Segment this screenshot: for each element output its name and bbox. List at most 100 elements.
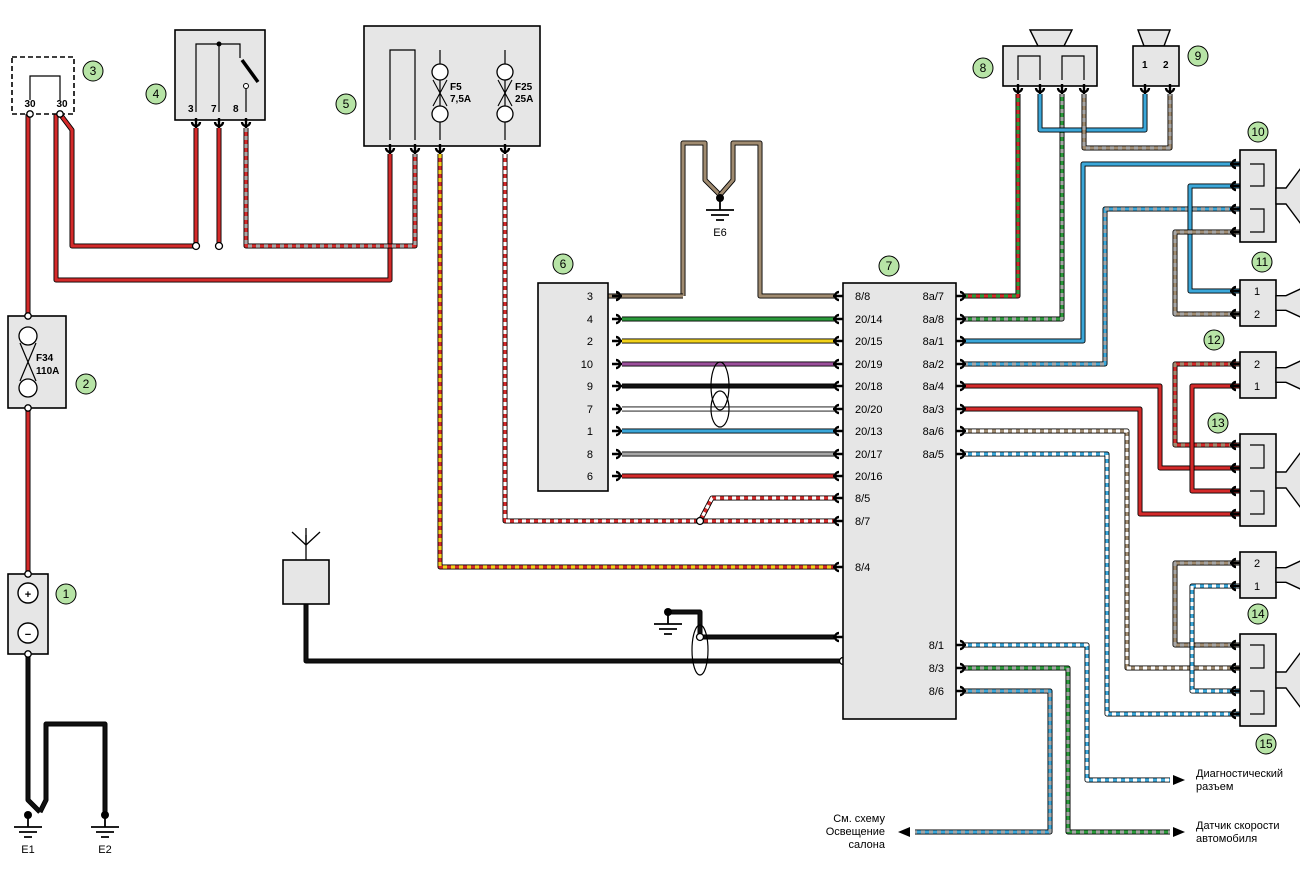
svg-text:8: 8 xyxy=(980,61,987,75)
b7-left-terminal-3 xyxy=(833,358,843,370)
battery-minus: − xyxy=(25,629,31,641)
b7-left-terminal-8 xyxy=(833,470,843,482)
badge-1: 1 xyxy=(55,583,77,605)
fusebox-terminal-3 xyxy=(499,144,511,154)
speaker-12-terminal-0 xyxy=(1230,358,1240,370)
speaker-15-terminal-3 xyxy=(1230,708,1240,720)
b7-left-terminal-9 xyxy=(833,492,843,504)
speaker-13-terminal-2 xyxy=(1230,485,1240,497)
b7-left-terminal-0 xyxy=(833,290,843,302)
speaker-13-terminal-0 xyxy=(1230,439,1240,451)
wire-8a4 xyxy=(964,383,1240,471)
arrow-head-2 xyxy=(898,827,910,837)
svg-text:4: 4 xyxy=(153,87,160,101)
c9-terminal-0 xyxy=(1139,84,1151,94)
connector-block-6 xyxy=(537,282,609,492)
speaker-14: 21 xyxy=(1239,551,1300,599)
relay-terminal-0 xyxy=(26,110,34,118)
fusebox-terminal-1 xyxy=(409,144,421,154)
b7-right-pin-label: 8a/7 xyxy=(923,291,944,303)
fuse-f25-name: F25 xyxy=(515,82,533,93)
b7-right-terminal-6 xyxy=(956,425,966,437)
wire-8a3 xyxy=(964,406,1240,517)
arrow-head-0 xyxy=(1173,775,1185,785)
fusebox-terminal-0 xyxy=(384,144,396,154)
b7-right-terminal-4 xyxy=(956,380,966,392)
speaker-14-pin-label: 2 xyxy=(1254,558,1260,570)
fuse-f34-rating: 110A xyxy=(36,366,59,377)
speaker-13 xyxy=(1239,433,1300,527)
switch-pin-3: 3 xyxy=(188,104,194,115)
speaker-14-terminal-1 xyxy=(1230,580,1240,592)
b6-terminal-7 xyxy=(612,448,622,460)
b7-left-terminal-5 xyxy=(833,403,843,415)
b7-right-pin-label: 8a/8 xyxy=(923,314,944,326)
b7-right-pin-label: 8a/6 xyxy=(923,426,944,438)
b7-left-pin-label: 20/20 xyxy=(855,404,883,416)
svg-text:14: 14 xyxy=(1251,607,1265,621)
speaker-11-pin-label: 2 xyxy=(1254,309,1260,321)
b7-left-terminal-4 xyxy=(833,380,843,392)
speaker-11-pin-label: 1 xyxy=(1254,286,1260,298)
b7-left-pin-label: 20/18 xyxy=(855,381,883,393)
wire-e6-loop2 xyxy=(718,140,835,299)
ignition-switch: 3 7 8 xyxy=(174,29,266,121)
badge-13: 13 xyxy=(1207,412,1229,434)
b6-pin-label: 1 xyxy=(587,426,593,438)
wire-8a5 xyxy=(964,451,1240,717)
battery-plus: + xyxy=(25,589,31,601)
b7-bottom-pin-label: 8/3 xyxy=(929,663,944,675)
badge-4: 4 xyxy=(145,83,167,105)
speaker-13-terminal-1 xyxy=(1230,462,1240,474)
fuse-f34-name: F34 xyxy=(36,353,54,364)
junction-0 xyxy=(191,241,201,251)
wire-s14-s15-b xyxy=(1189,583,1240,694)
b6-terminal-0 xyxy=(612,290,622,302)
wire-switch-8 xyxy=(243,128,418,249)
note-diag-line2: разъем xyxy=(1196,781,1233,793)
b6-terminal-3 xyxy=(612,358,622,370)
speaker-15-terminal-1 xyxy=(1230,662,1240,674)
wire-86-light xyxy=(915,688,1053,835)
relay-pin-a: 30 xyxy=(24,99,36,110)
wire-s10-s11-b xyxy=(1172,229,1240,317)
fuse-f5-rating: 7,5A xyxy=(450,94,471,105)
b6-terminal-6 xyxy=(612,425,622,437)
b7-left-terminal-10 xyxy=(833,515,843,527)
b7-left-pin-label: 8/4 xyxy=(855,562,870,574)
svg-text:2: 2 xyxy=(83,377,90,391)
wire-8a8 xyxy=(964,94,1065,322)
ground-e2: E2 xyxy=(91,811,119,856)
pass-terminal-3 xyxy=(24,650,32,658)
b6-terminal-1 xyxy=(612,313,622,325)
fuse-f34: F34 110A xyxy=(7,315,67,409)
b7-right-terminal-0 xyxy=(956,290,966,302)
wire-e6-loop xyxy=(680,140,722,296)
speaker-connector-9: 1 2 xyxy=(1132,29,1180,87)
note-diag-line1: Диагностический xyxy=(1196,768,1283,780)
speaker-10-terminal-3 xyxy=(1230,226,1240,238)
b7-left-pin-label: 8/5 xyxy=(855,493,870,505)
svg-text:5: 5 xyxy=(343,97,350,111)
speaker-12-pin-label: 1 xyxy=(1254,381,1260,393)
notes: Диагностический разъем См. схему Освещен… xyxy=(826,768,1283,851)
c8-terminal-1 xyxy=(1034,84,1046,94)
wires xyxy=(25,94,1240,837)
relay-terminal-1 xyxy=(56,110,64,118)
connector9-pin-1: 1 xyxy=(1142,60,1148,71)
b7-right-pin-label: 8a/1 xyxy=(923,336,944,348)
b6-terminal-2 xyxy=(612,335,622,347)
fuse-box-5: F5 7,5A F25 25A xyxy=(363,25,541,147)
svg-text:12: 12 xyxy=(1207,333,1221,347)
b7-left-terminal-11 xyxy=(833,561,843,573)
wire-antenna-ground xyxy=(668,609,703,637)
c9-terminal-1 xyxy=(1164,84,1176,94)
b7-bottom-terminal-0 xyxy=(956,639,966,651)
b6-pin-label: 2 xyxy=(587,336,593,348)
b7-right-terminal-7 xyxy=(956,448,966,460)
badge-14: 14 xyxy=(1247,603,1269,625)
speaker-11-terminal-0 xyxy=(1230,285,1240,297)
